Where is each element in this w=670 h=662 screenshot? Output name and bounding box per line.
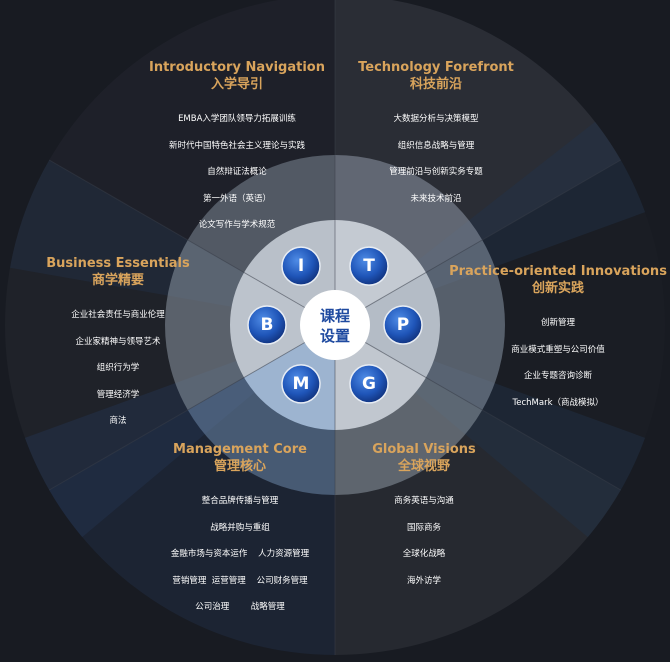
course-item: 组织行为学 bbox=[96, 363, 140, 373]
ball-circle bbox=[383, 305, 423, 345]
center-label-line2: 设置 bbox=[320, 327, 350, 345]
letter-b: B bbox=[261, 315, 274, 335]
section-technology-forefront: Technology Forefront 科技前沿 大数据分析与决策模型 组织信… bbox=[358, 60, 514, 212]
course-item: 商法 bbox=[109, 416, 127, 426]
letter-m: M bbox=[293, 374, 310, 394]
letter-balls: I T P G M B bbox=[247, 246, 423, 404]
course-item: EMBA入学团队领导力拓展训练 bbox=[178, 114, 296, 124]
letter-ball-m: M bbox=[281, 364, 321, 404]
course-item: 企业家精神与领导艺术 bbox=[75, 336, 161, 347]
ball-circle bbox=[349, 246, 389, 286]
course-item: 商务英语与沟通 bbox=[394, 496, 454, 506]
section-title-en: Introductory Navigation bbox=[149, 60, 325, 75]
course-item: 管理经济学 bbox=[96, 389, 140, 400]
section-title-en: Technology Forefront bbox=[358, 60, 514, 75]
course-item: 管理前沿与创新实务专题 bbox=[389, 167, 483, 177]
divider-line bbox=[334, 324, 622, 491]
ball-circle bbox=[281, 364, 321, 404]
course-item: 整合品牌传播与管理 bbox=[201, 496, 279, 506]
section-global-visions: Global Visions 全球视野 商务英语与沟通 国际商务 全球化战略 海… bbox=[372, 442, 476, 594]
letter-ball-g: G bbox=[349, 364, 389, 404]
course-item: 战略并购与重组 bbox=[210, 522, 270, 533]
course-item: 金融市场与资本运作 人力资源管理 bbox=[170, 549, 310, 559]
course-item: 第一外语（英语） bbox=[202, 193, 271, 204]
letter-p: P bbox=[397, 315, 409, 335]
course-item: 全球化战略 bbox=[402, 549, 446, 559]
divider-line bbox=[48, 159, 336, 326]
section-title-cn: 商学精要 bbox=[91, 273, 144, 288]
section-title-cn: 管理核心 bbox=[213, 459, 266, 474]
course-item: 营销管理 运营管理 公司财务管理 bbox=[172, 575, 308, 586]
letter-i: I bbox=[298, 256, 304, 276]
section-title-cn: 入学导引 bbox=[210, 77, 263, 92]
section-business-essentials: Business Essentials 商学精要 企业社会责任与商业伦理 企业家… bbox=[46, 256, 190, 435]
course-item: 企业专题咨询诊断 bbox=[523, 371, 593, 381]
course-item: 新时代中国特色社会主义理论与实践 bbox=[168, 140, 305, 151]
course-item: 公司治理 战略管理 bbox=[195, 602, 285, 612]
center-hub: 课程 设置 bbox=[300, 290, 370, 360]
course-item: 自然辩证法概论 bbox=[207, 167, 267, 177]
sector-dividers bbox=[48, 0, 622, 655]
section-title-cn: 创新实践 bbox=[531, 281, 585, 296]
section-management-core: Management Core 管理核心 整合品牌传播与管理 战略并购与重组 金… bbox=[171, 442, 309, 621]
letter-t: T bbox=[363, 256, 375, 276]
letter-ball-p: P bbox=[383, 305, 423, 345]
letter-ball-b: B bbox=[247, 305, 287, 345]
course-item: TechMark（商战模拟） bbox=[512, 397, 604, 408]
course-item: 未来技术前沿 bbox=[410, 193, 462, 204]
center-label-line1: 课程 bbox=[320, 307, 350, 325]
course-item: 商业模式重塑与公司价值 bbox=[511, 344, 605, 355]
course-item: 海外访学 bbox=[406, 575, 441, 586]
section-title-en: Management Core bbox=[173, 442, 307, 457]
section-title-en: Practice-oriented Innovations bbox=[449, 264, 667, 279]
section-title-cn: 科技前沿 bbox=[409, 77, 462, 92]
divider-line bbox=[334, 159, 622, 326]
divider-line bbox=[48, 324, 336, 491]
course-item: 国际商务 bbox=[406, 522, 441, 533]
section-title-en: Business Essentials bbox=[46, 256, 190, 271]
ball-circle bbox=[349, 364, 389, 404]
letter-ball-i: I bbox=[281, 246, 321, 286]
course-item: 论文写作与学术规范 bbox=[198, 220, 276, 230]
letter-g: G bbox=[362, 374, 376, 394]
course-item: 大数据分析与决策模型 bbox=[393, 114, 479, 124]
course-item: 组织信息战略与管理 bbox=[397, 140, 475, 151]
ball-circle bbox=[247, 305, 287, 345]
ball-circle bbox=[281, 246, 321, 286]
section-introductory-navigation: Introductory Navigation 入学导引 EMBA入学团队领导力… bbox=[149, 60, 325, 239]
course-item: 企业社会责任与商业伦理 bbox=[71, 310, 165, 320]
center-circle bbox=[300, 290, 370, 360]
section-practice-oriented-innovations: Practice-oriented Innovations 创新实践 创新管理 … bbox=[449, 264, 667, 416]
letter-ball-t: T bbox=[349, 246, 389, 286]
course-item: 创新管理 bbox=[540, 318, 576, 328]
section-title-cn: 全球视野 bbox=[397, 459, 450, 474]
section-title-en: Global Visions bbox=[372, 442, 476, 457]
